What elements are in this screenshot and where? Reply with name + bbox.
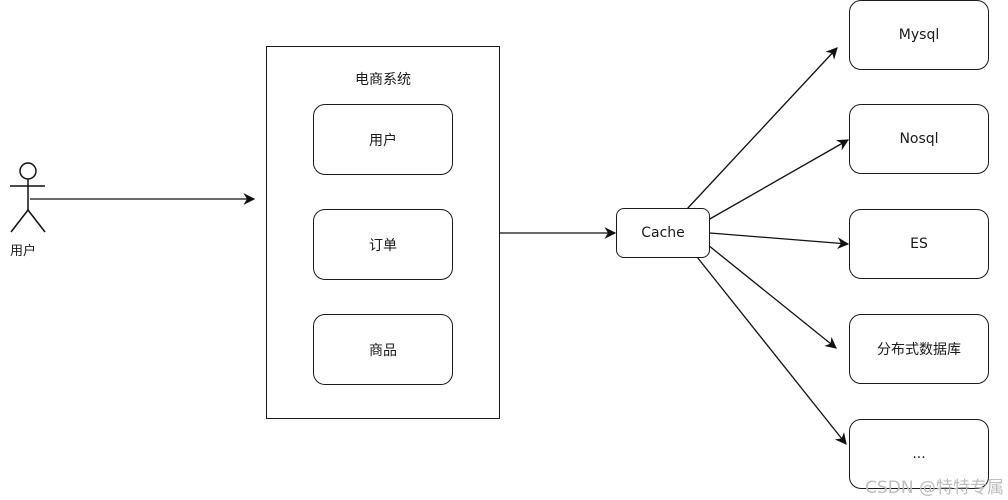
store-mysql[interactable]: Mysql: [849, 0, 989, 70]
store-label: 分布式数据库: [877, 342, 961, 358]
system-title: 电商系统: [355, 72, 411, 88]
edge-cache-distributed-db: [707, 244, 837, 349]
store-es[interactable]: ES: [849, 209, 989, 279]
ecommerce-system-container[interactable]: 电商系统: [266, 46, 500, 419]
edge-cache-nosql: [707, 139, 850, 221]
cache-node[interactable]: Cache: [616, 208, 710, 258]
module-product[interactable]: 商品: [313, 314, 453, 385]
actor-label: 用户: [10, 244, 37, 259]
module-order[interactable]: 订单: [313, 209, 453, 280]
edge-cache-mysql: [686, 47, 838, 210]
store-distributed-db[interactable]: 分布式数据库: [849, 314, 989, 384]
module-user[interactable]: 用户: [313, 104, 453, 175]
module-label: 用户: [369, 132, 397, 149]
cache-label: Cache: [641, 225, 685, 241]
watermark: CSDN @特特专属: [865, 478, 1004, 498]
store-nosql[interactable]: Nosql: [849, 104, 989, 174]
store-label: ...: [912, 446, 926, 462]
module-label: 订单: [369, 237, 397, 254]
stick-figure-icon: [10, 162, 46, 233]
store-label: Nosql: [899, 131, 939, 147]
edge-cache-es: [709, 232, 850, 249]
store-label: Mysql: [898, 27, 940, 43]
store-more[interactable]: ...: [849, 419, 989, 489]
store-label: ES: [910, 236, 928, 252]
edge-cache-more: [696, 256, 847, 445]
module-label: 商品: [369, 342, 397, 359]
